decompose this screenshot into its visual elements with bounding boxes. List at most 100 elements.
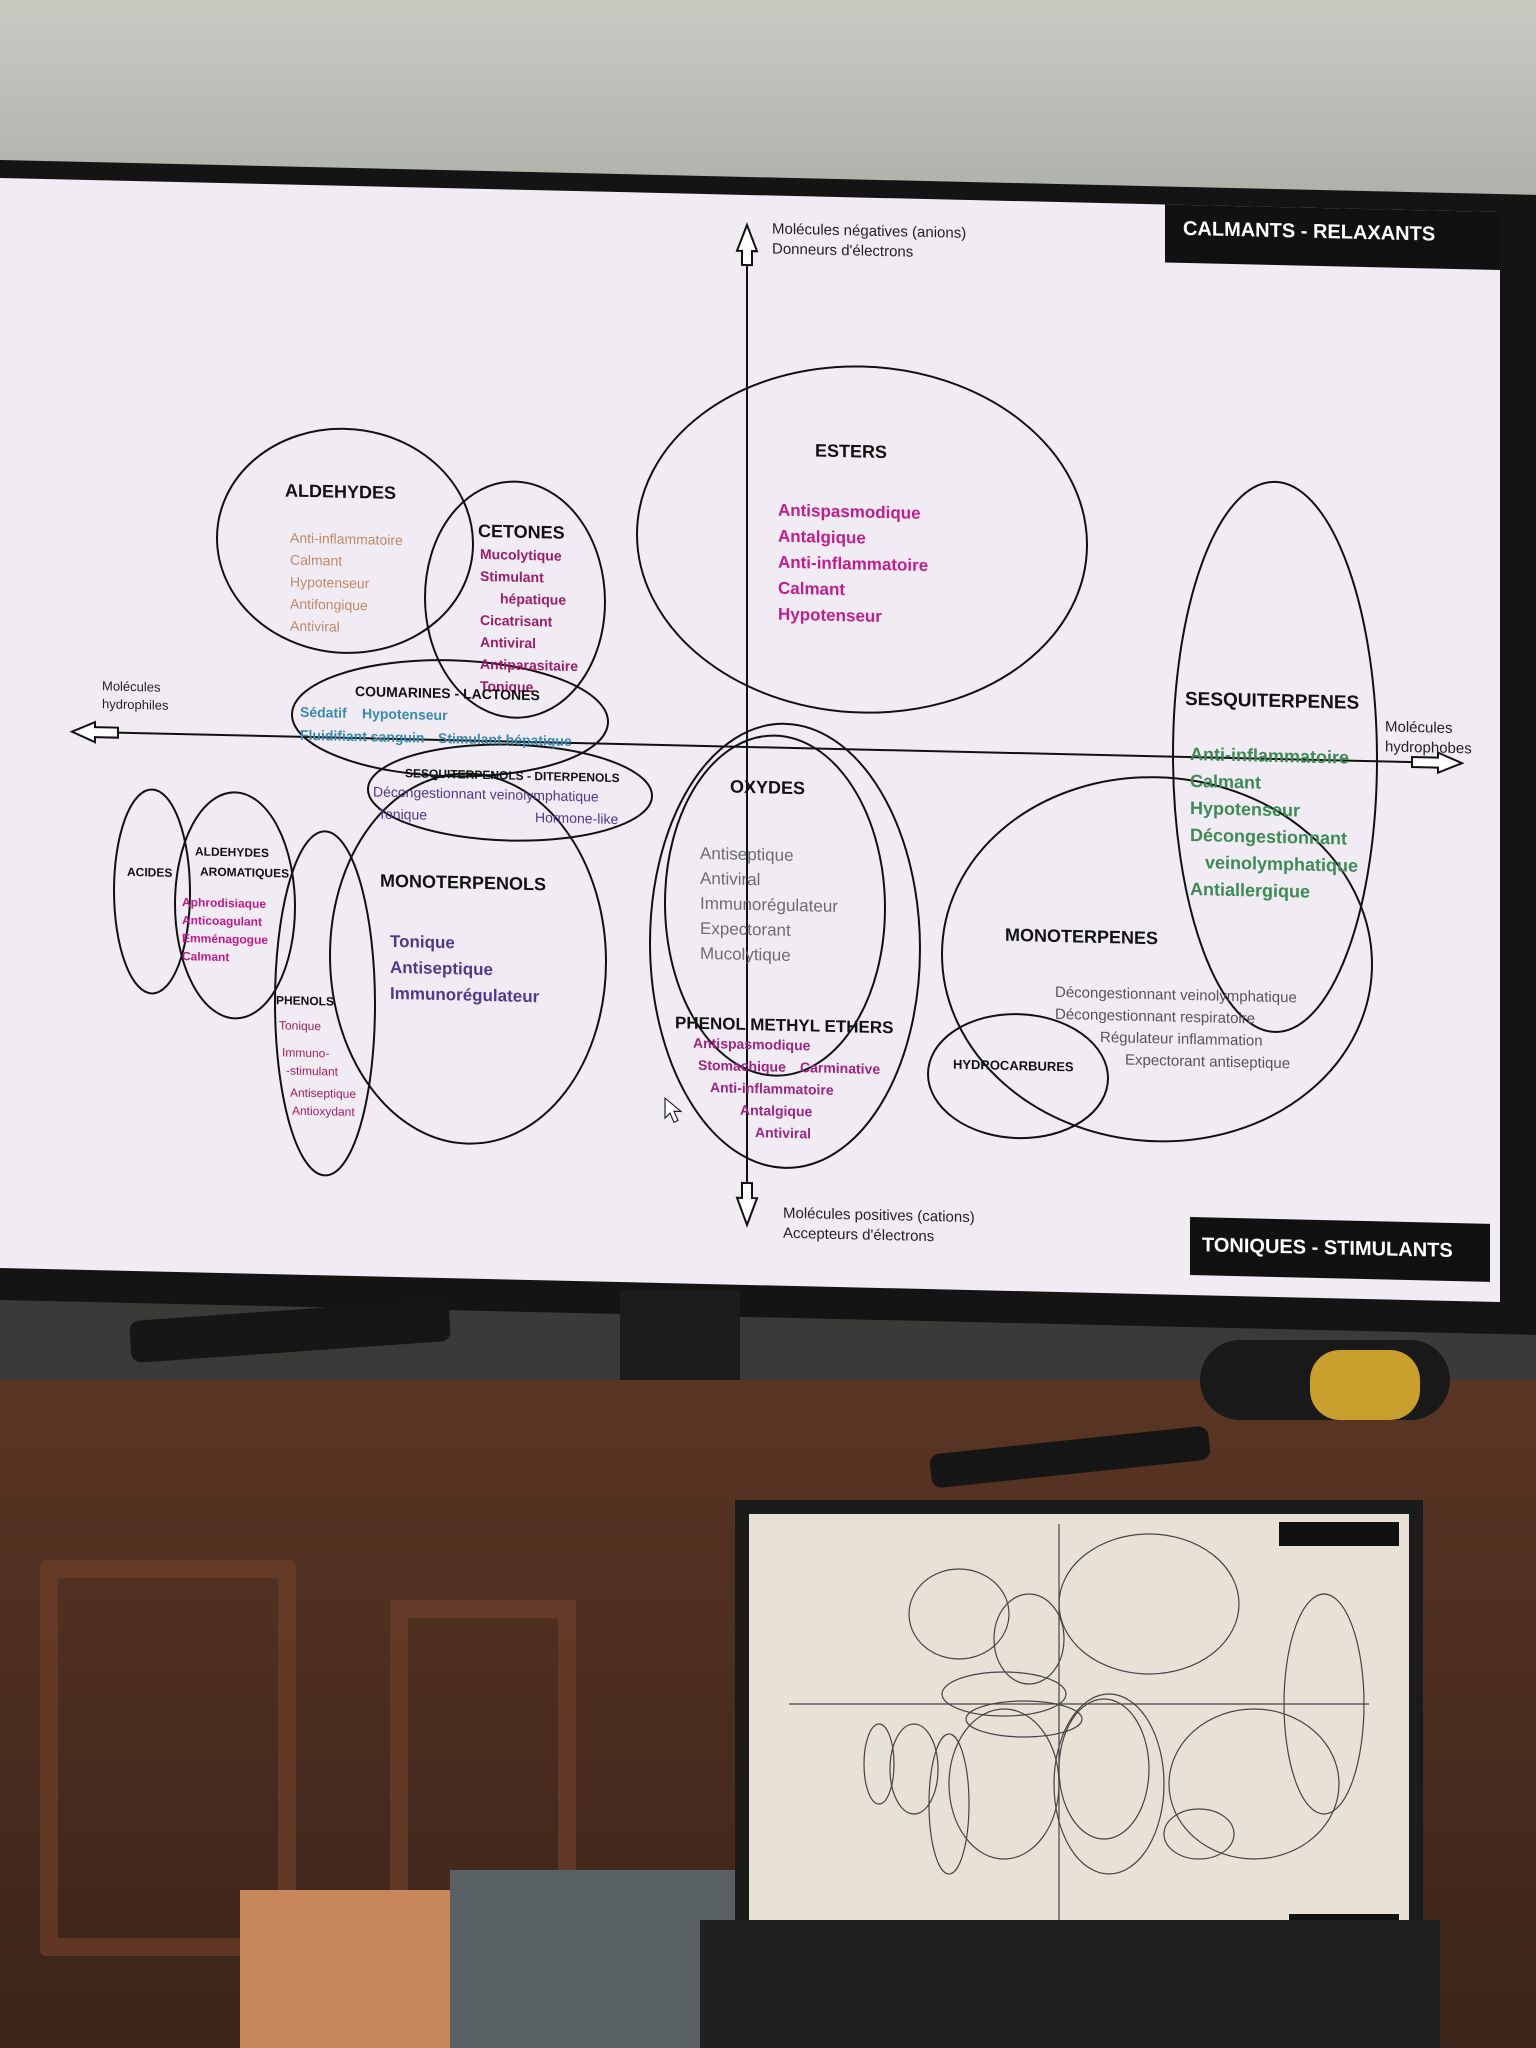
list-item: Aphrodisiaque xyxy=(182,895,266,911)
ellipse-aldehydes xyxy=(216,427,474,654)
list-item: Carminative xyxy=(800,1059,880,1077)
ellipse-sesquiterpenes xyxy=(1172,480,1378,1033)
banner-bottom xyxy=(1190,1217,1490,1282)
group-title-sesquiterpenes: SESQUITERPENES xyxy=(1185,689,1359,714)
list-item: Antispasmodique xyxy=(693,1035,811,1054)
cabinet-carving xyxy=(40,1560,296,1956)
items-oxydes: Antiseptique Antiviral Immunorégulateur … xyxy=(700,844,838,965)
laptop-ellipse xyxy=(889,1723,939,1815)
list-item: Antiseptique xyxy=(700,844,794,865)
axis-left-line1: Molécules xyxy=(102,678,161,694)
items-monoterpenes: Décongestionnant veinolymphatique Décong… xyxy=(1055,984,1297,1072)
list-item: Stomachique xyxy=(698,1057,786,1075)
list-item: Anti-inflammatoire xyxy=(290,530,403,549)
list-item: Tonique xyxy=(390,932,455,952)
coumarines-fluidifiant: Fluidifiant sanguin xyxy=(300,727,424,746)
coumarines-stimulant: Stimulant hépatique xyxy=(438,730,572,749)
items-aldehydes-aromatiques: Aphrodisiaque Anticoagulant Emménagogue … xyxy=(182,895,268,964)
group-title-phenols: PHENOLS xyxy=(276,993,334,1008)
axis-top-line1: Molécules négatives (anions) xyxy=(772,221,966,242)
group-title-sesquiterpenols: SESQUITERPENOLS - DITERPENOLS xyxy=(405,766,620,785)
cursor-icon xyxy=(664,1096,683,1124)
laptop-diagram xyxy=(789,1522,1399,1936)
list-item: Immuno- xyxy=(282,1045,329,1060)
sesquiterpenols-hormone: Hormone-like xyxy=(535,809,618,827)
group-title-cetones: CETONES xyxy=(478,521,565,543)
items-aldehydes: Anti-inflammatoire Calmant Hypotenseur A… xyxy=(290,530,403,635)
list-item: hépatique xyxy=(500,590,566,608)
list-item: Antalgique xyxy=(740,1102,813,1120)
banner-top xyxy=(1165,198,1500,271)
list-item: -stimulant xyxy=(286,1063,339,1078)
items-esters: Antispasmodique Antalgique Anti-inflamma… xyxy=(778,501,928,626)
list-item: Antispasmodique xyxy=(778,501,921,523)
list-item: Antiviral xyxy=(700,869,760,889)
list-item: Anti-inflammatoire xyxy=(710,1079,834,1098)
laptop-ellipse xyxy=(863,1723,895,1805)
list-item: Antiallergique xyxy=(1190,879,1310,902)
ellipse-acides xyxy=(113,788,191,995)
laptop-ellipse xyxy=(908,1568,1010,1660)
items-cetones: Mucolytique Stimulant hépatique Cicatris… xyxy=(480,546,578,695)
laptop-ellipse xyxy=(965,1700,1083,1738)
group-title-aldehydes-aromatiques-2: AROMATIQUES xyxy=(200,865,289,881)
list-item: veinolymphatique xyxy=(1205,852,1358,875)
list-item: Calmant xyxy=(290,552,342,569)
list-item: Antiviral xyxy=(290,618,340,635)
horizontal-axis xyxy=(92,731,1440,764)
laptop-ellipse xyxy=(1168,1708,1340,1860)
laptop-ellipse xyxy=(1163,1808,1235,1860)
list-item: Antiviral xyxy=(480,634,536,651)
laptop-ellipse xyxy=(1053,1693,1165,1875)
list-item: Antifongique xyxy=(290,596,368,614)
list-item: Mucolytique xyxy=(700,944,791,965)
arrow-up-icon xyxy=(735,222,759,267)
list-item: Antalgique xyxy=(778,527,866,548)
tv-screen: CALMANTS - RELAXANTS TONIQUES - STIMULAN… xyxy=(0,178,1500,1303)
laptop-ellipse xyxy=(928,1733,970,1875)
items-sesquiterpenes: Anti-inflammatoire Calmant Hypotenseur D… xyxy=(1190,744,1358,902)
group-title-monoterpenes: MONOTERPENES xyxy=(1005,925,1158,948)
list-item: Anti-inflammatoire xyxy=(1190,744,1349,768)
list-item: Hypotenseur xyxy=(290,574,370,592)
laptop-banner-top xyxy=(1279,1522,1399,1546)
items-phenols: Tonique Immuno- -stimulant Antiseptique … xyxy=(279,1018,356,1119)
coumarines-hypotenseur: Hypotenseur xyxy=(362,705,448,723)
list-item: Antiviral xyxy=(755,1124,811,1141)
list-item: Antiparasitaire xyxy=(480,656,578,674)
arrow-right-icon xyxy=(1411,751,1465,775)
list-item: Cicatrisant xyxy=(480,612,553,630)
axis-bottom-line1: Molécules positives (cations) xyxy=(783,1205,975,1226)
list-item: Antiseptique xyxy=(290,1086,356,1102)
ellipse-phenols xyxy=(274,830,376,1177)
axis-top-line2: Donneurs d'électrons xyxy=(772,241,913,261)
ellipse-phenol-methyl-ethers xyxy=(649,722,921,1169)
laptop-ellipse xyxy=(1058,1698,1150,1840)
laptop-ellipse xyxy=(1058,1533,1240,1675)
list-item: Décongestionnant veinolymphatique xyxy=(1055,984,1297,1006)
group-title-acides: ACIDES xyxy=(127,865,172,880)
ellipse-coumarines xyxy=(291,659,609,778)
axis-left-line2: hydrophiles xyxy=(102,696,169,713)
remote-control xyxy=(128,1298,452,1364)
sesquiterpenols-tonique: Tonique xyxy=(378,806,427,823)
list-item: Antiseptique xyxy=(390,958,493,979)
list-item: Régulateur inflammation xyxy=(1100,1029,1263,1050)
list-item: Antioxydant xyxy=(292,1104,355,1119)
arrow-down-icon xyxy=(735,1181,759,1228)
coumarines-sedatif: Sédatif xyxy=(300,704,347,721)
group-title-coumarines: COUMARINES - LACTONES xyxy=(355,683,540,703)
list-item: Immunorégulateur xyxy=(700,894,838,916)
laptop-ellipse xyxy=(941,1671,1067,1717)
list-item: Anticoagulant xyxy=(182,913,262,929)
laptop-ellipse xyxy=(1283,1593,1365,1815)
list-item: Stimulant xyxy=(480,568,544,585)
ellipse-cetones xyxy=(424,480,606,719)
group-title-monoterpenols: MONOTERPENOLS xyxy=(380,871,546,895)
list-item: Mucolytique xyxy=(480,546,562,564)
list-item: Hypotenseur xyxy=(1190,798,1300,820)
list-item: Tonique xyxy=(279,1018,321,1033)
list-item: Décongestionnant respiratoire xyxy=(1055,1006,1255,1028)
group-title-hydrocarbures: HYDROCARBURES xyxy=(953,1057,1074,1075)
arrow-left-icon xyxy=(69,720,119,744)
